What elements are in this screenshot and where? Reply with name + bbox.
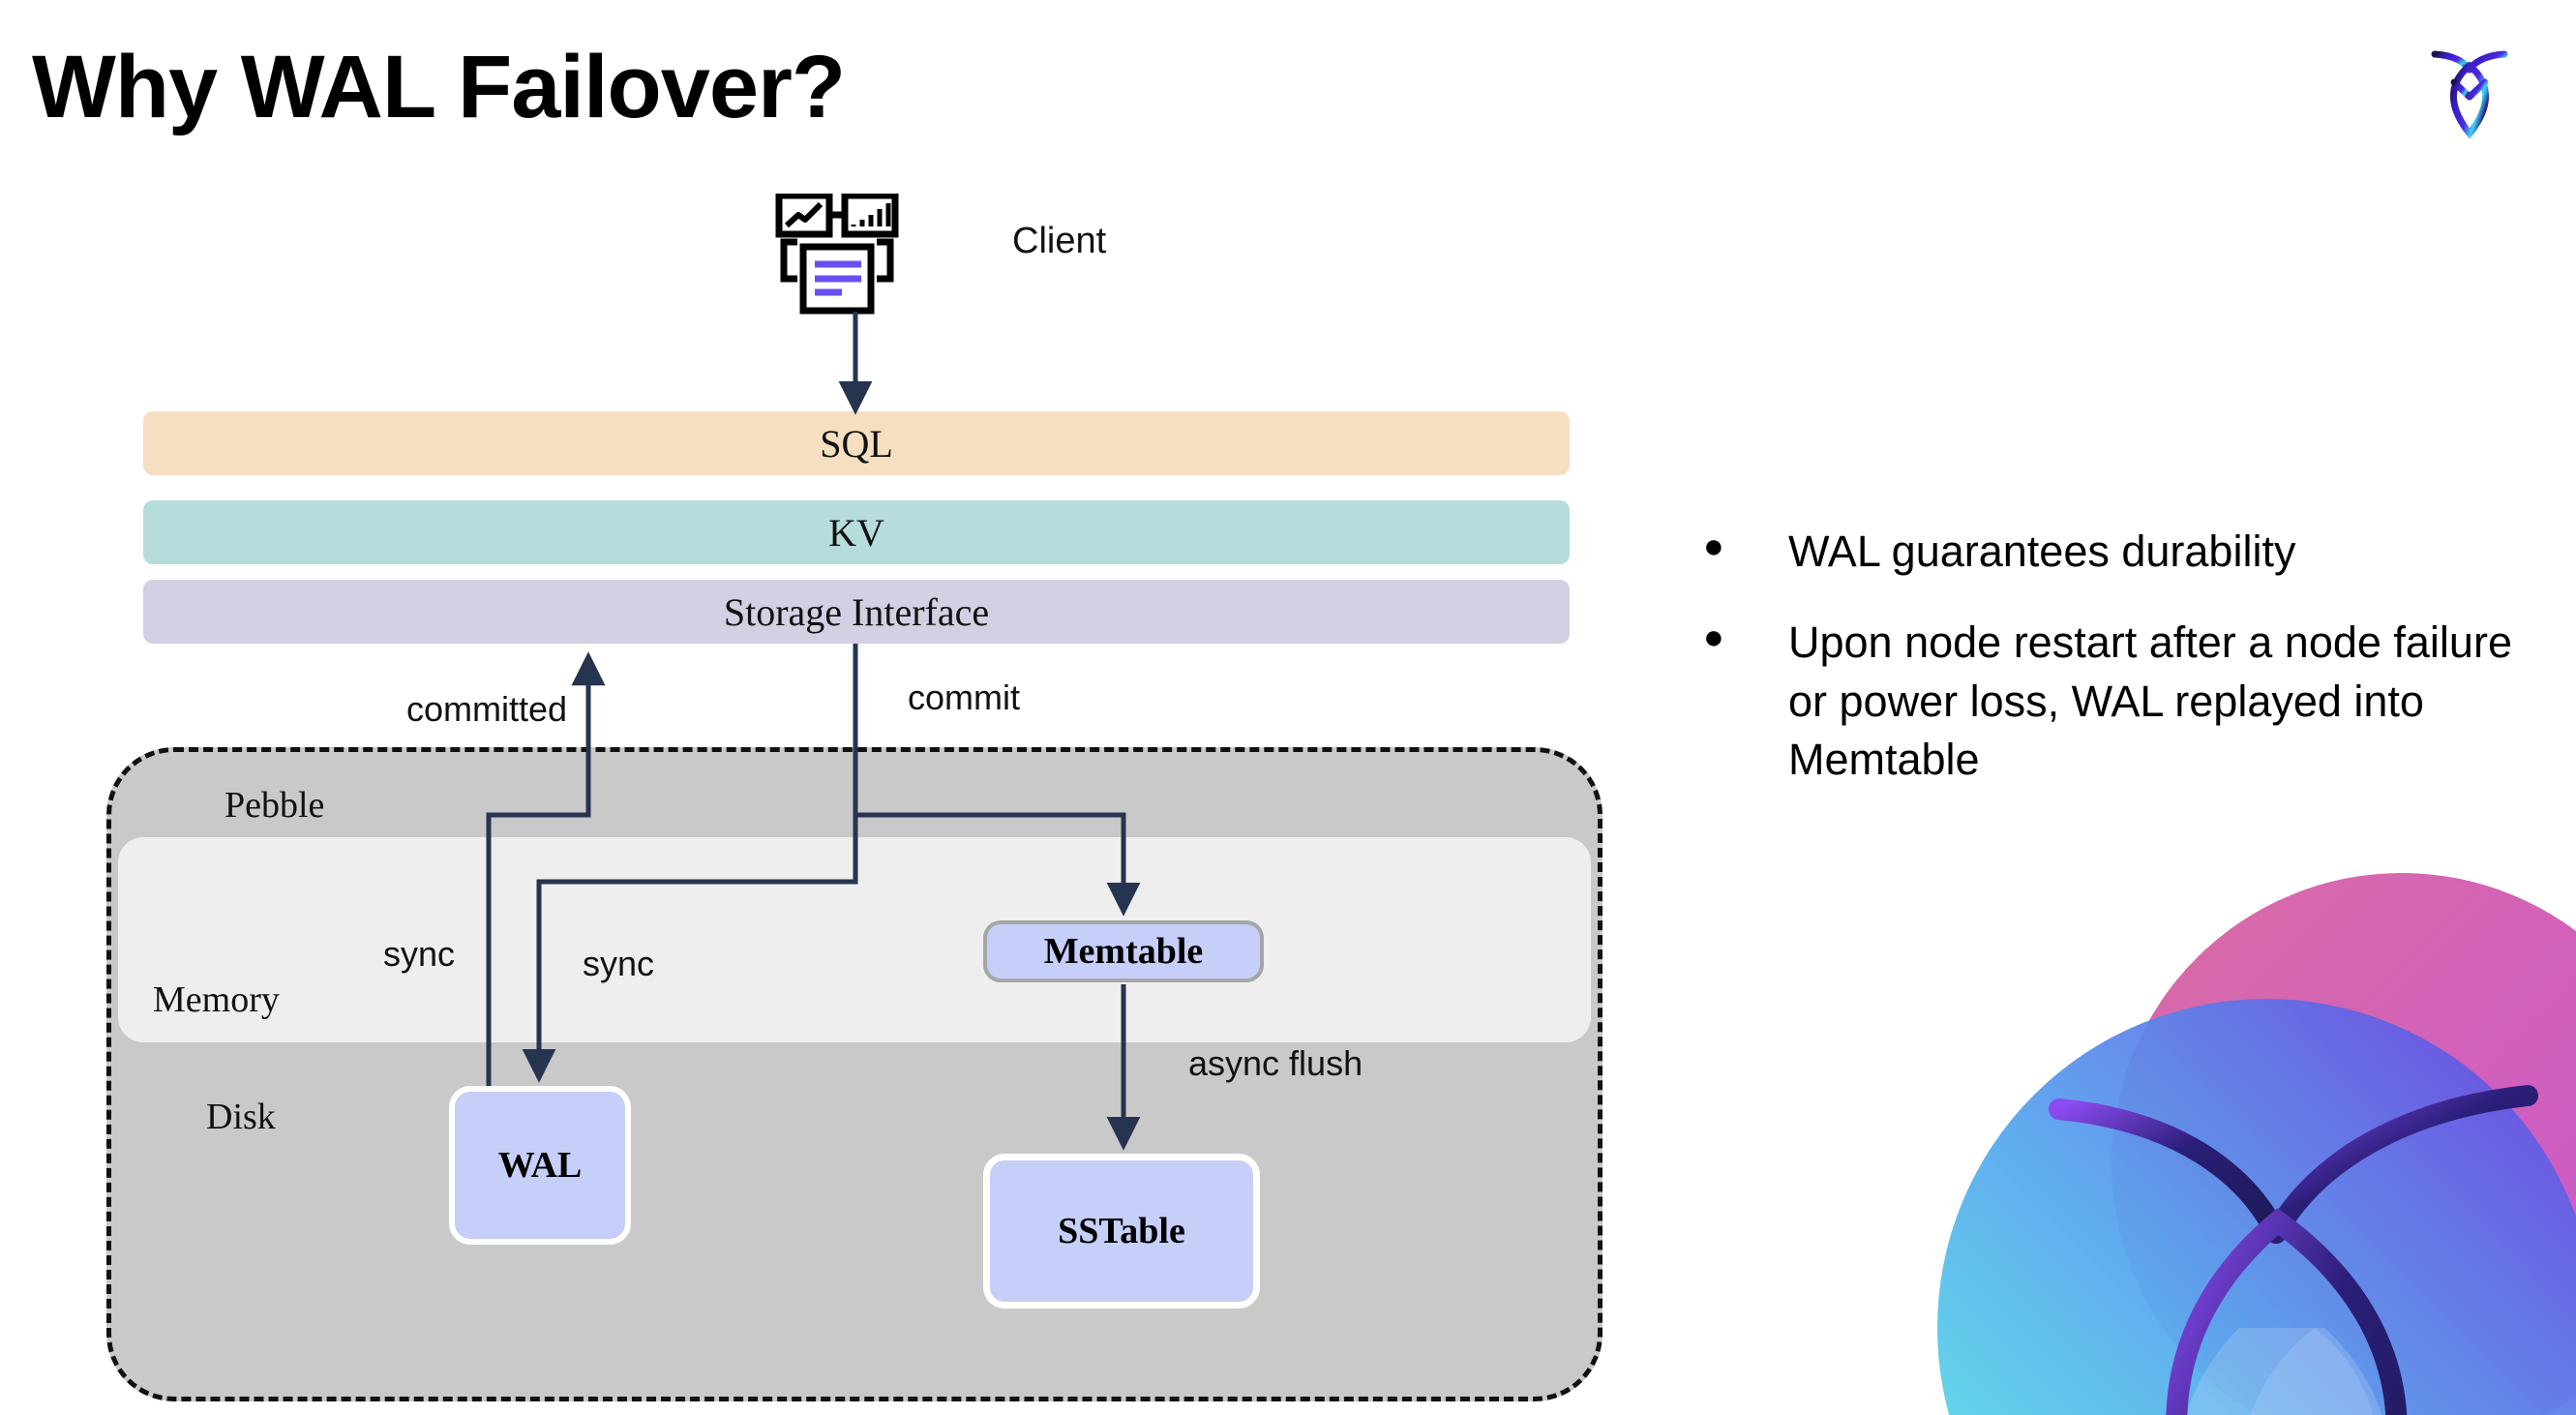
layer-bar-sql: SQL — [143, 411, 1570, 475]
node-sstable-label: SSTable — [1058, 1211, 1185, 1251]
client-workstation-icon — [775, 194, 899, 315]
node-memtable-label: Memtable — [1043, 931, 1204, 972]
edge-sync-to-wal — [522, 644, 858, 1083]
edge-label-committed: committed — [406, 689, 568, 729]
pebble-label: Pebble — [225, 785, 325, 826]
disk-label: Disk — [206, 1097, 276, 1137]
layer-label-sql: SQL — [820, 421, 893, 466]
layer-bar-kv: KV — [143, 500, 1570, 564]
list-item: ● WAL guarantees durability — [1703, 523, 2516, 581]
cockroachdb-logo-icon — [2431, 50, 2508, 139]
node-wal: WAL — [449, 1086, 631, 1245]
node-wal-label: WAL — [497, 1145, 583, 1186]
list-item: ● Upon node restart after a node failure… — [1703, 614, 2516, 789]
node-sstable: SSTable — [983, 1154, 1260, 1309]
edge-label-sync-left: sync — [383, 934, 456, 974]
page-title: Why WAL Failover? — [32, 38, 846, 136]
bullet-text: WAL guarantees durability — [1788, 527, 2296, 576]
bullet-marker-icon: ● — [1703, 617, 1724, 657]
layer-bar-storage: Storage Interface — [143, 580, 1570, 644]
edge-label-sync-right: sync — [583, 944, 655, 983]
client-label: Client — [1012, 221, 1107, 261]
edge-label-commit: commit — [908, 677, 1020, 717]
edge-committed-to-storage — [486, 651, 606, 1089]
edge-label-async-flush: async flush — [1188, 1043, 1363, 1083]
bullet-text: Upon node restart after a node failure o… — [1788, 617, 2512, 784]
memory-label: Memory — [153, 979, 280, 1020]
bullet-list: ● WAL guarantees durability ● Upon node … — [1703, 523, 2516, 822]
node-memtable: Memtable — [983, 920, 1264, 982]
layer-label-kv: KV — [828, 510, 884, 555]
layer-label-storage: Storage Interface — [723, 589, 990, 634]
bullet-marker-icon: ● — [1703, 526, 1724, 565]
